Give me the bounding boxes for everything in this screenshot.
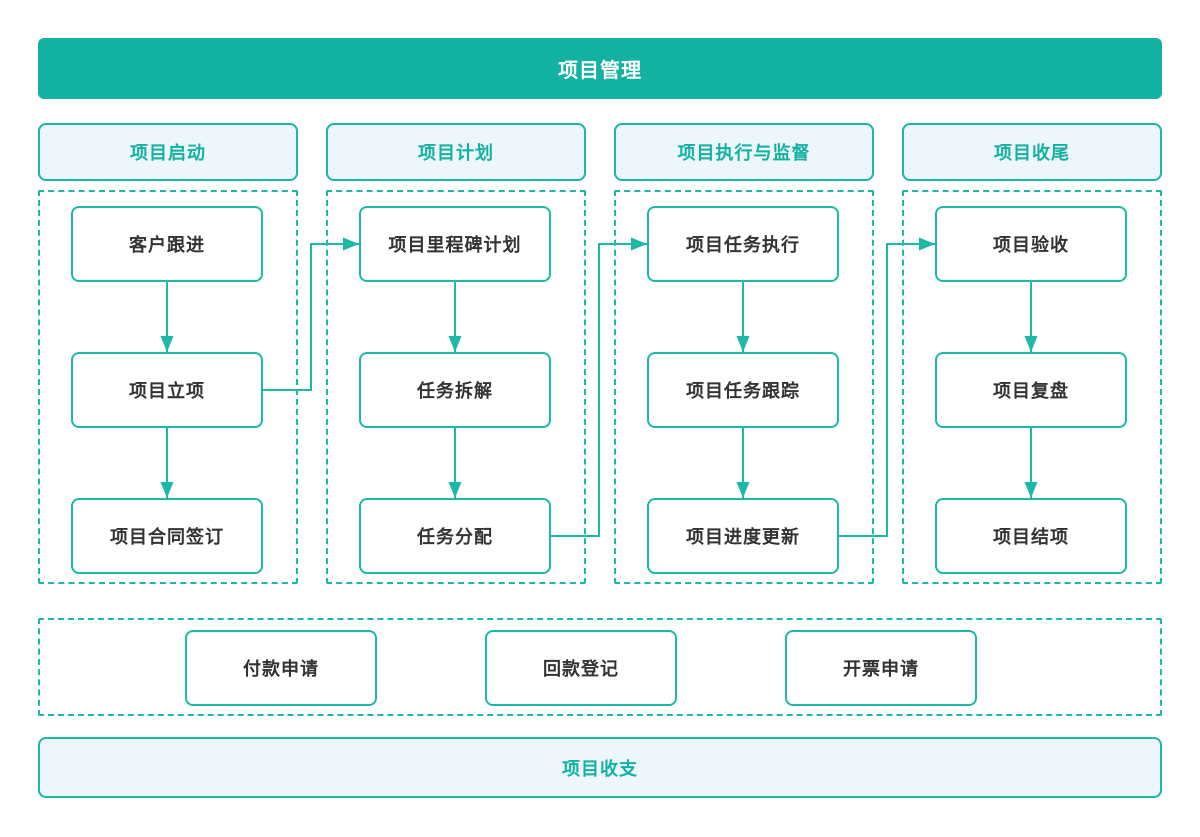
finance-node-invoice-request: 开票申请	[785, 630, 977, 706]
footer-label: 项目收支	[562, 758, 638, 779]
flow-node-milestone-plan: 项目里程碑计划	[359, 206, 551, 282]
phase-group-planning: 项目里程碑计划 任务拆解 任务分配	[326, 190, 586, 584]
finance-group: 付款申请 回款登记 开票申请	[38, 618, 1162, 716]
flow-node-task-execution: 项目任务执行	[647, 206, 839, 282]
flow-node-project-closure: 项目结项	[935, 498, 1127, 574]
footer-banner: 项目收支	[38, 737, 1162, 798]
phase-group-closing: 项目验收 项目复盘 项目结项	[902, 190, 1162, 584]
phase-header-planning: 项目计划	[326, 123, 586, 181]
flow-node-project-acceptance: 项目验收	[935, 206, 1127, 282]
phase-header-initiation: 项目启动	[38, 123, 298, 181]
page-title-banner: 项目管理	[38, 38, 1162, 99]
flow-node-project-review: 项目复盘	[935, 352, 1127, 428]
phase-group-execution-monitoring: 项目任务执行 项目任务跟踪 项目进度更新	[614, 190, 874, 584]
finance-node-payment-request: 付款申请	[185, 630, 377, 706]
flow-node-task-assignment: 任务分配	[359, 498, 551, 574]
flow-node-task-breakdown: 任务拆解	[359, 352, 551, 428]
flow-node-contract-signing: 项目合同签订	[71, 498, 263, 574]
flow-node-task-tracking: 项目任务跟踪	[647, 352, 839, 428]
flow-node-customer-follow-up: 客户跟进	[71, 206, 263, 282]
phase-group-initiation: 客户跟进 项目立项 项目合同签订	[38, 190, 298, 584]
phase-header-closing: 项目收尾	[902, 123, 1162, 181]
flow-node-project-approval: 项目立项	[71, 352, 263, 428]
finance-node-receipt-registration: 回款登记	[485, 630, 677, 706]
flow-node-progress-update: 项目进度更新	[647, 498, 839, 574]
phase-header-execution-monitoring: 项目执行与监督	[614, 123, 874, 181]
page-title: 项目管理	[558, 60, 642, 82]
